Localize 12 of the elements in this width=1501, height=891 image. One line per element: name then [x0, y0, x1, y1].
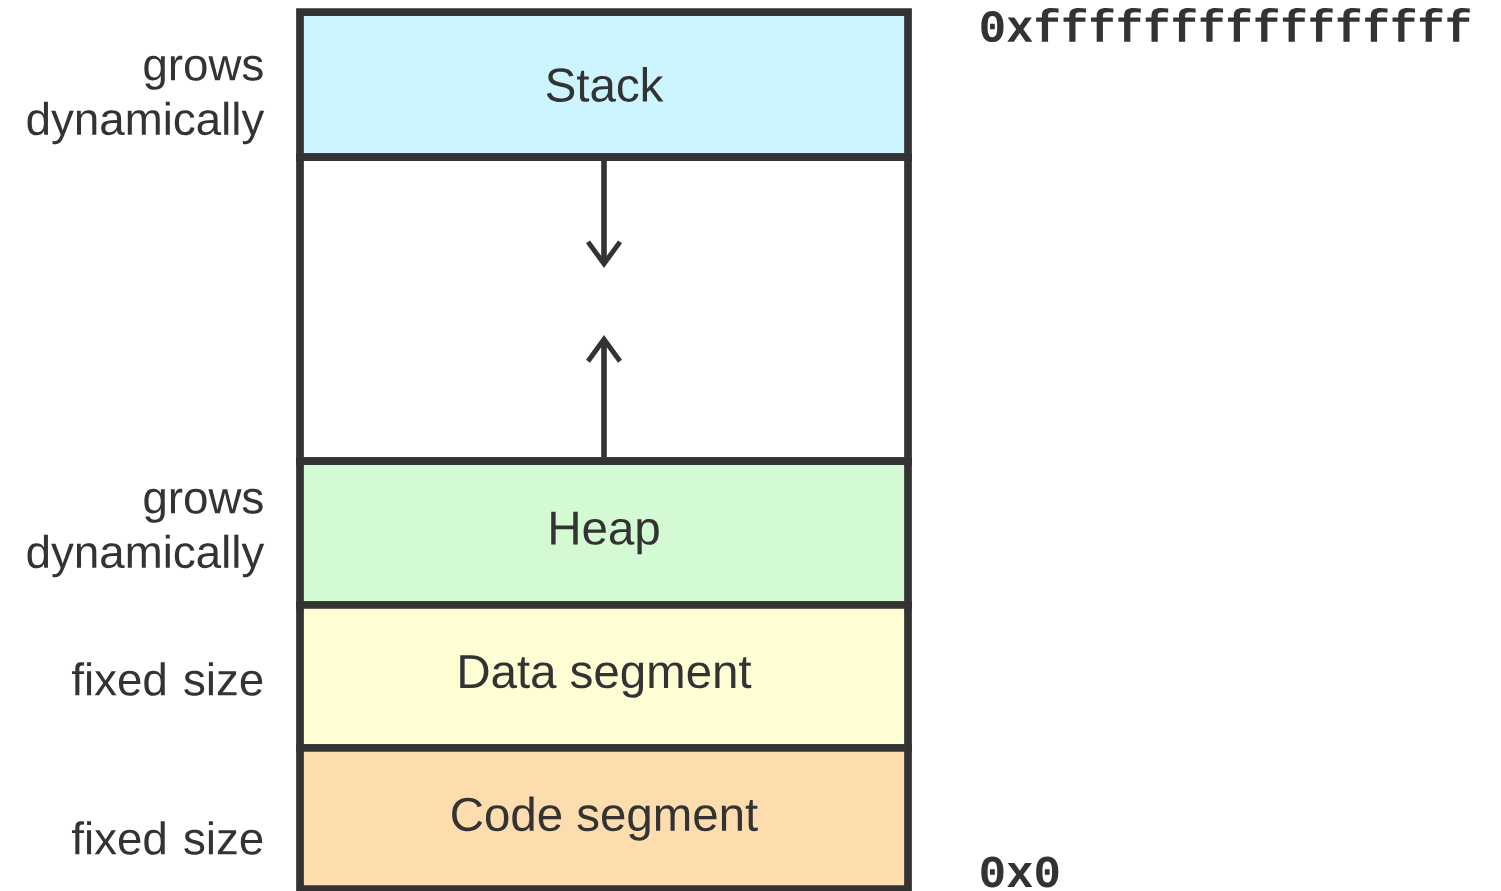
- arrow: [586, 160, 622, 268]
- side-label: grows dynamically: [27, 488, 265, 578]
- memory-segment-box: Code segment: [296, 744, 912, 891]
- address-label: 0xffffffffffffffff: [981, 7, 1470, 43]
- memory-segment-box: Stack: [296, 8, 912, 161]
- side-label: fixed size: [72, 821, 263, 855]
- side-label: fixed size: [72, 662, 263, 696]
- side-label: grows dynamically: [27, 55, 265, 145]
- arrow: [586, 335, 622, 458]
- memory-segment-box: Data segment: [296, 601, 912, 752]
- memory-segment-box: Heap: [296, 457, 912, 609]
- address-label: 0x0: [981, 856, 1059, 888]
